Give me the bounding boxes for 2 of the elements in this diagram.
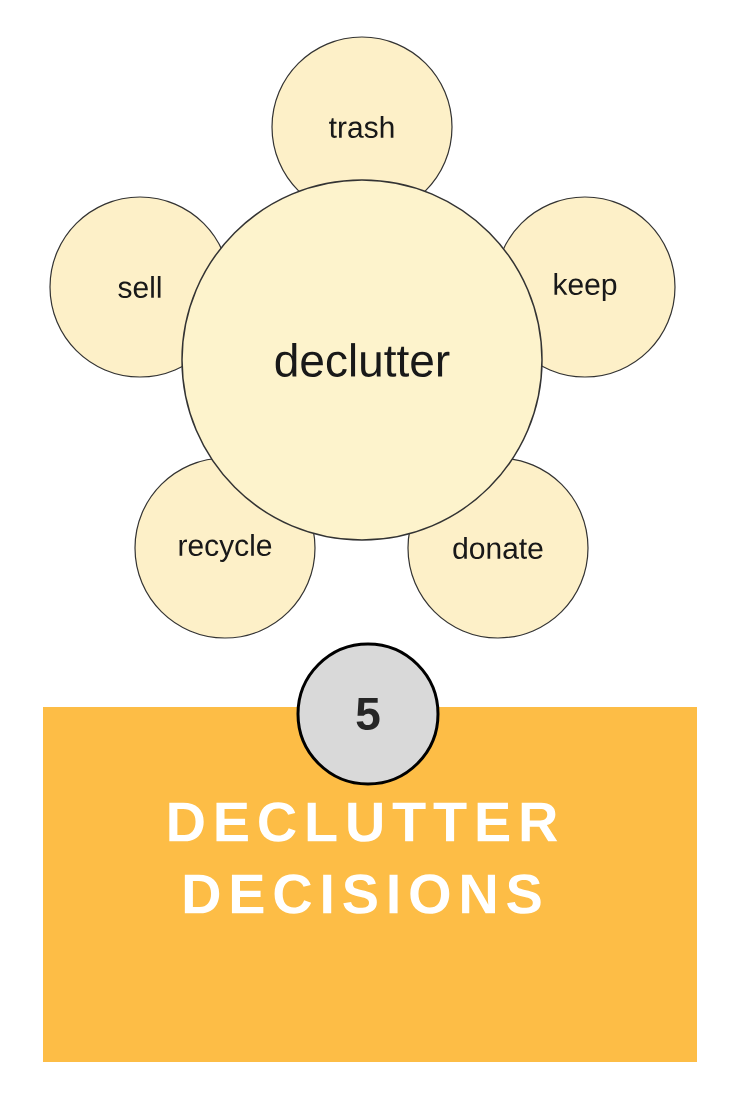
number-badge: 5 <box>296 642 440 786</box>
title: DECLUTTER DECISIONS <box>169 802 558 914</box>
